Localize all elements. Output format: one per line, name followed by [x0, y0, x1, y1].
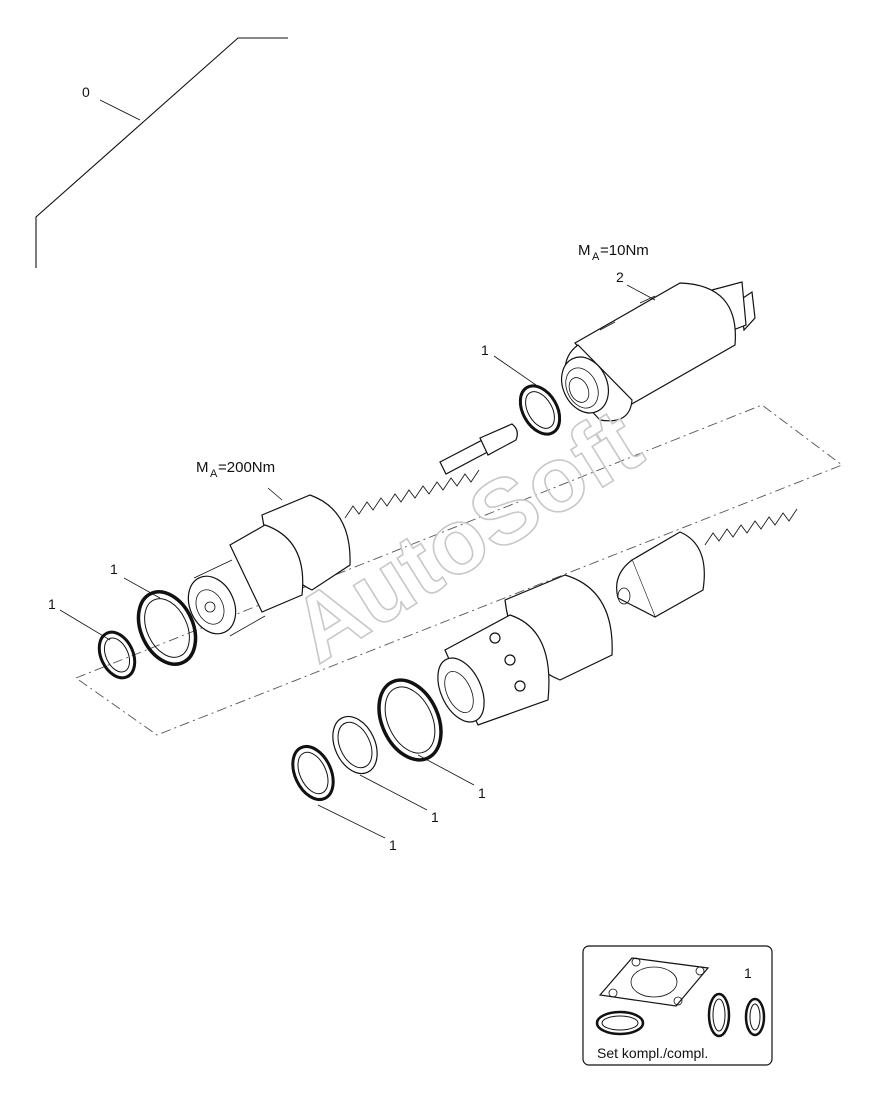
- o-ring-left-inner: [97, 630, 137, 680]
- leader-ring-left-outer: [123, 577, 161, 599]
- o-ring-lower-small: [291, 745, 335, 801]
- subassembly-outline: [75, 404, 843, 736]
- callout-ring-low-2: 1: [431, 809, 439, 825]
- spring-lower: [704, 508, 798, 546]
- leader-ring-low-3: [317, 804, 386, 839]
- callout-sensor: 2: [616, 269, 624, 285]
- seal-kit-box: 1 Set kompl./compl.: [582, 945, 773, 1066]
- valve-pin: [439, 423, 518, 475]
- svg-text:=200Nm: =200Nm: [218, 459, 275, 476]
- valve-piston: [616, 531, 705, 618]
- leader-ring-low-1: [417, 754, 475, 786]
- svg-text:M: M: [196, 459, 209, 476]
- svg-text:=10Nm: =10Nm: [600, 242, 649, 259]
- kit-ring-large-icon: [707, 992, 731, 1038]
- kit-ring-small-icon: [744, 997, 766, 1037]
- pressure-sensor: [560, 281, 756, 422]
- leader-sensor: [626, 284, 656, 301]
- relief-valve-lower: [437, 574, 613, 726]
- callout-ring-sensor: 1: [481, 342, 489, 358]
- kit-caption: Set kompl./compl.: [597, 1045, 708, 1061]
- svg-text:A: A: [592, 251, 600, 263]
- svg-text:A: A: [210, 468, 218, 480]
- leader-ring-left-inner: [59, 609, 111, 641]
- o-ring-left-outer: [136, 590, 198, 666]
- torque-label-valve: M A =200Nm: [196, 459, 275, 480]
- o-ring-sensor: [518, 384, 562, 436]
- spring-upper: [344, 469, 480, 519]
- o-ring-lower-large: [377, 678, 443, 762]
- o-ring-lower-flat: [332, 715, 378, 775]
- leader-ring-sensor: [493, 355, 537, 386]
- kit-ring-flat-icon: [595, 1010, 645, 1036]
- callout-kit: 1: [744, 965, 752, 981]
- flange-gasket-icon: [598, 957, 710, 1007]
- relief-valve-upper: [187, 494, 351, 637]
- callout-ring-left-outer: 1: [110, 561, 118, 577]
- assembly-bracket: [35, 37, 288, 268]
- torque-label-sensor: M A =10Nm: [578, 242, 649, 263]
- callout-ring-low-3: 1: [389, 837, 397, 853]
- leader-ring-low-2: [359, 774, 428, 811]
- leader-torque-valve: [267, 487, 283, 501]
- callout-ring-left-inner: 1: [48, 596, 56, 612]
- callout-ring-low-1: 1: [478, 785, 486, 801]
- svg-text:M: M: [578, 242, 591, 259]
- callout-assembly: 0: [82, 84, 90, 100]
